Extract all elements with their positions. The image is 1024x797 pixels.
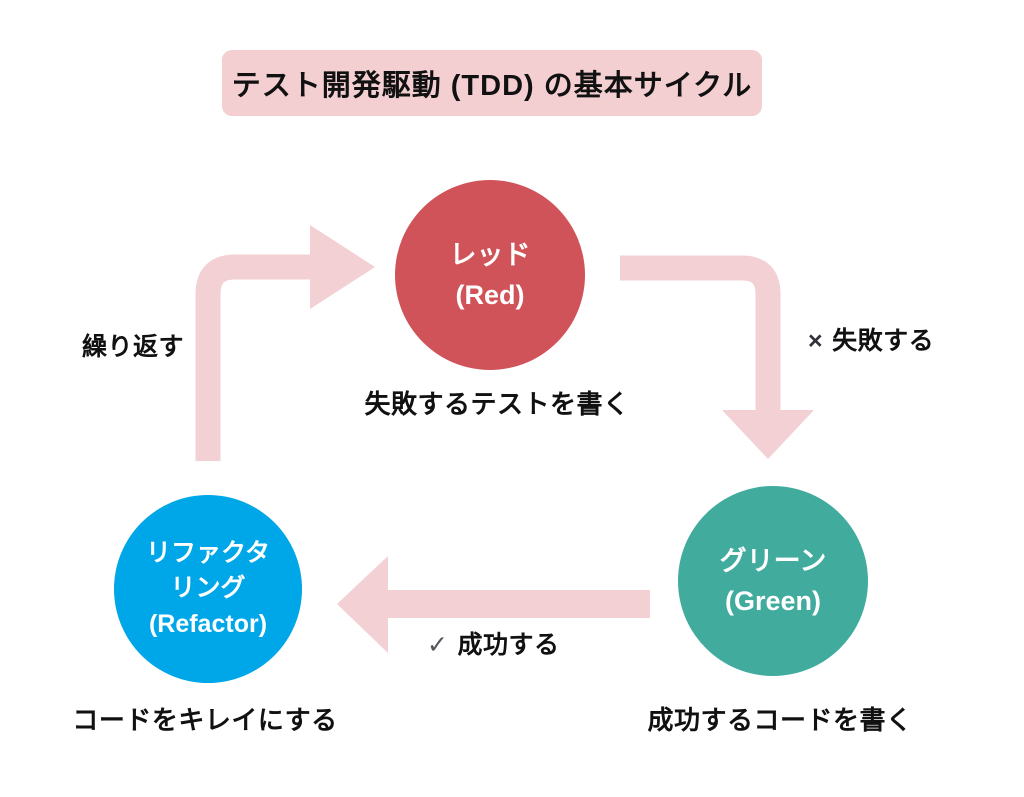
arrow-fail-shaft	[620, 255, 781, 412]
repeat-label-text: 繰り返す	[82, 333, 185, 361]
node-green-caption: 成功するコードを書く	[647, 705, 913, 735]
diagram-title: テスト開発駆動 (TDD) の基本サイクル	[231, 70, 753, 102]
node-refactor: リファクタ リング (Refactor)	[114, 495, 302, 683]
node-refactor-label-ja-line2: リング	[170, 574, 246, 603]
cross-icon: ×	[808, 327, 824, 355]
node-refactor-label-en: (Refactor)	[148, 609, 268, 638]
node-refactor-caption: コードをキレイにする	[72, 705, 338, 735]
arrow-repeat-shaft	[195, 254, 312, 461]
success-label-text: 成功する	[457, 631, 560, 659]
node-refactor-label-ja-line1: リファクタ	[145, 538, 270, 567]
edge-label-repeat: 繰り返す	[82, 327, 184, 363]
arrow-repeat-head	[310, 225, 375, 309]
node-red-label-en: (Red)	[455, 280, 525, 310]
node-red-caption: 失敗するテストを書く	[364, 389, 630, 419]
edge-label-fail: × 失敗する	[808, 321, 934, 357]
fail-label-text: 失敗する	[832, 327, 935, 355]
diagram-title-box: テスト開発駆動 (TDD) の基本サイクル	[222, 50, 762, 116]
node-green-label-en: (Green)	[724, 586, 822, 616]
node-green-label-ja: グリーン	[719, 545, 827, 576]
node-red: レッド (Red)	[395, 180, 585, 370]
node-green: グリーン (Green)	[678, 486, 868, 676]
check-icon: ✓	[427, 631, 449, 659]
node-red-label-ja: レッド	[449, 239, 531, 270]
edge-label-success: ✓ 成功する	[427, 625, 559, 661]
arrow-success-head	[337, 556, 388, 653]
arrow-fail-head	[722, 410, 814, 459]
